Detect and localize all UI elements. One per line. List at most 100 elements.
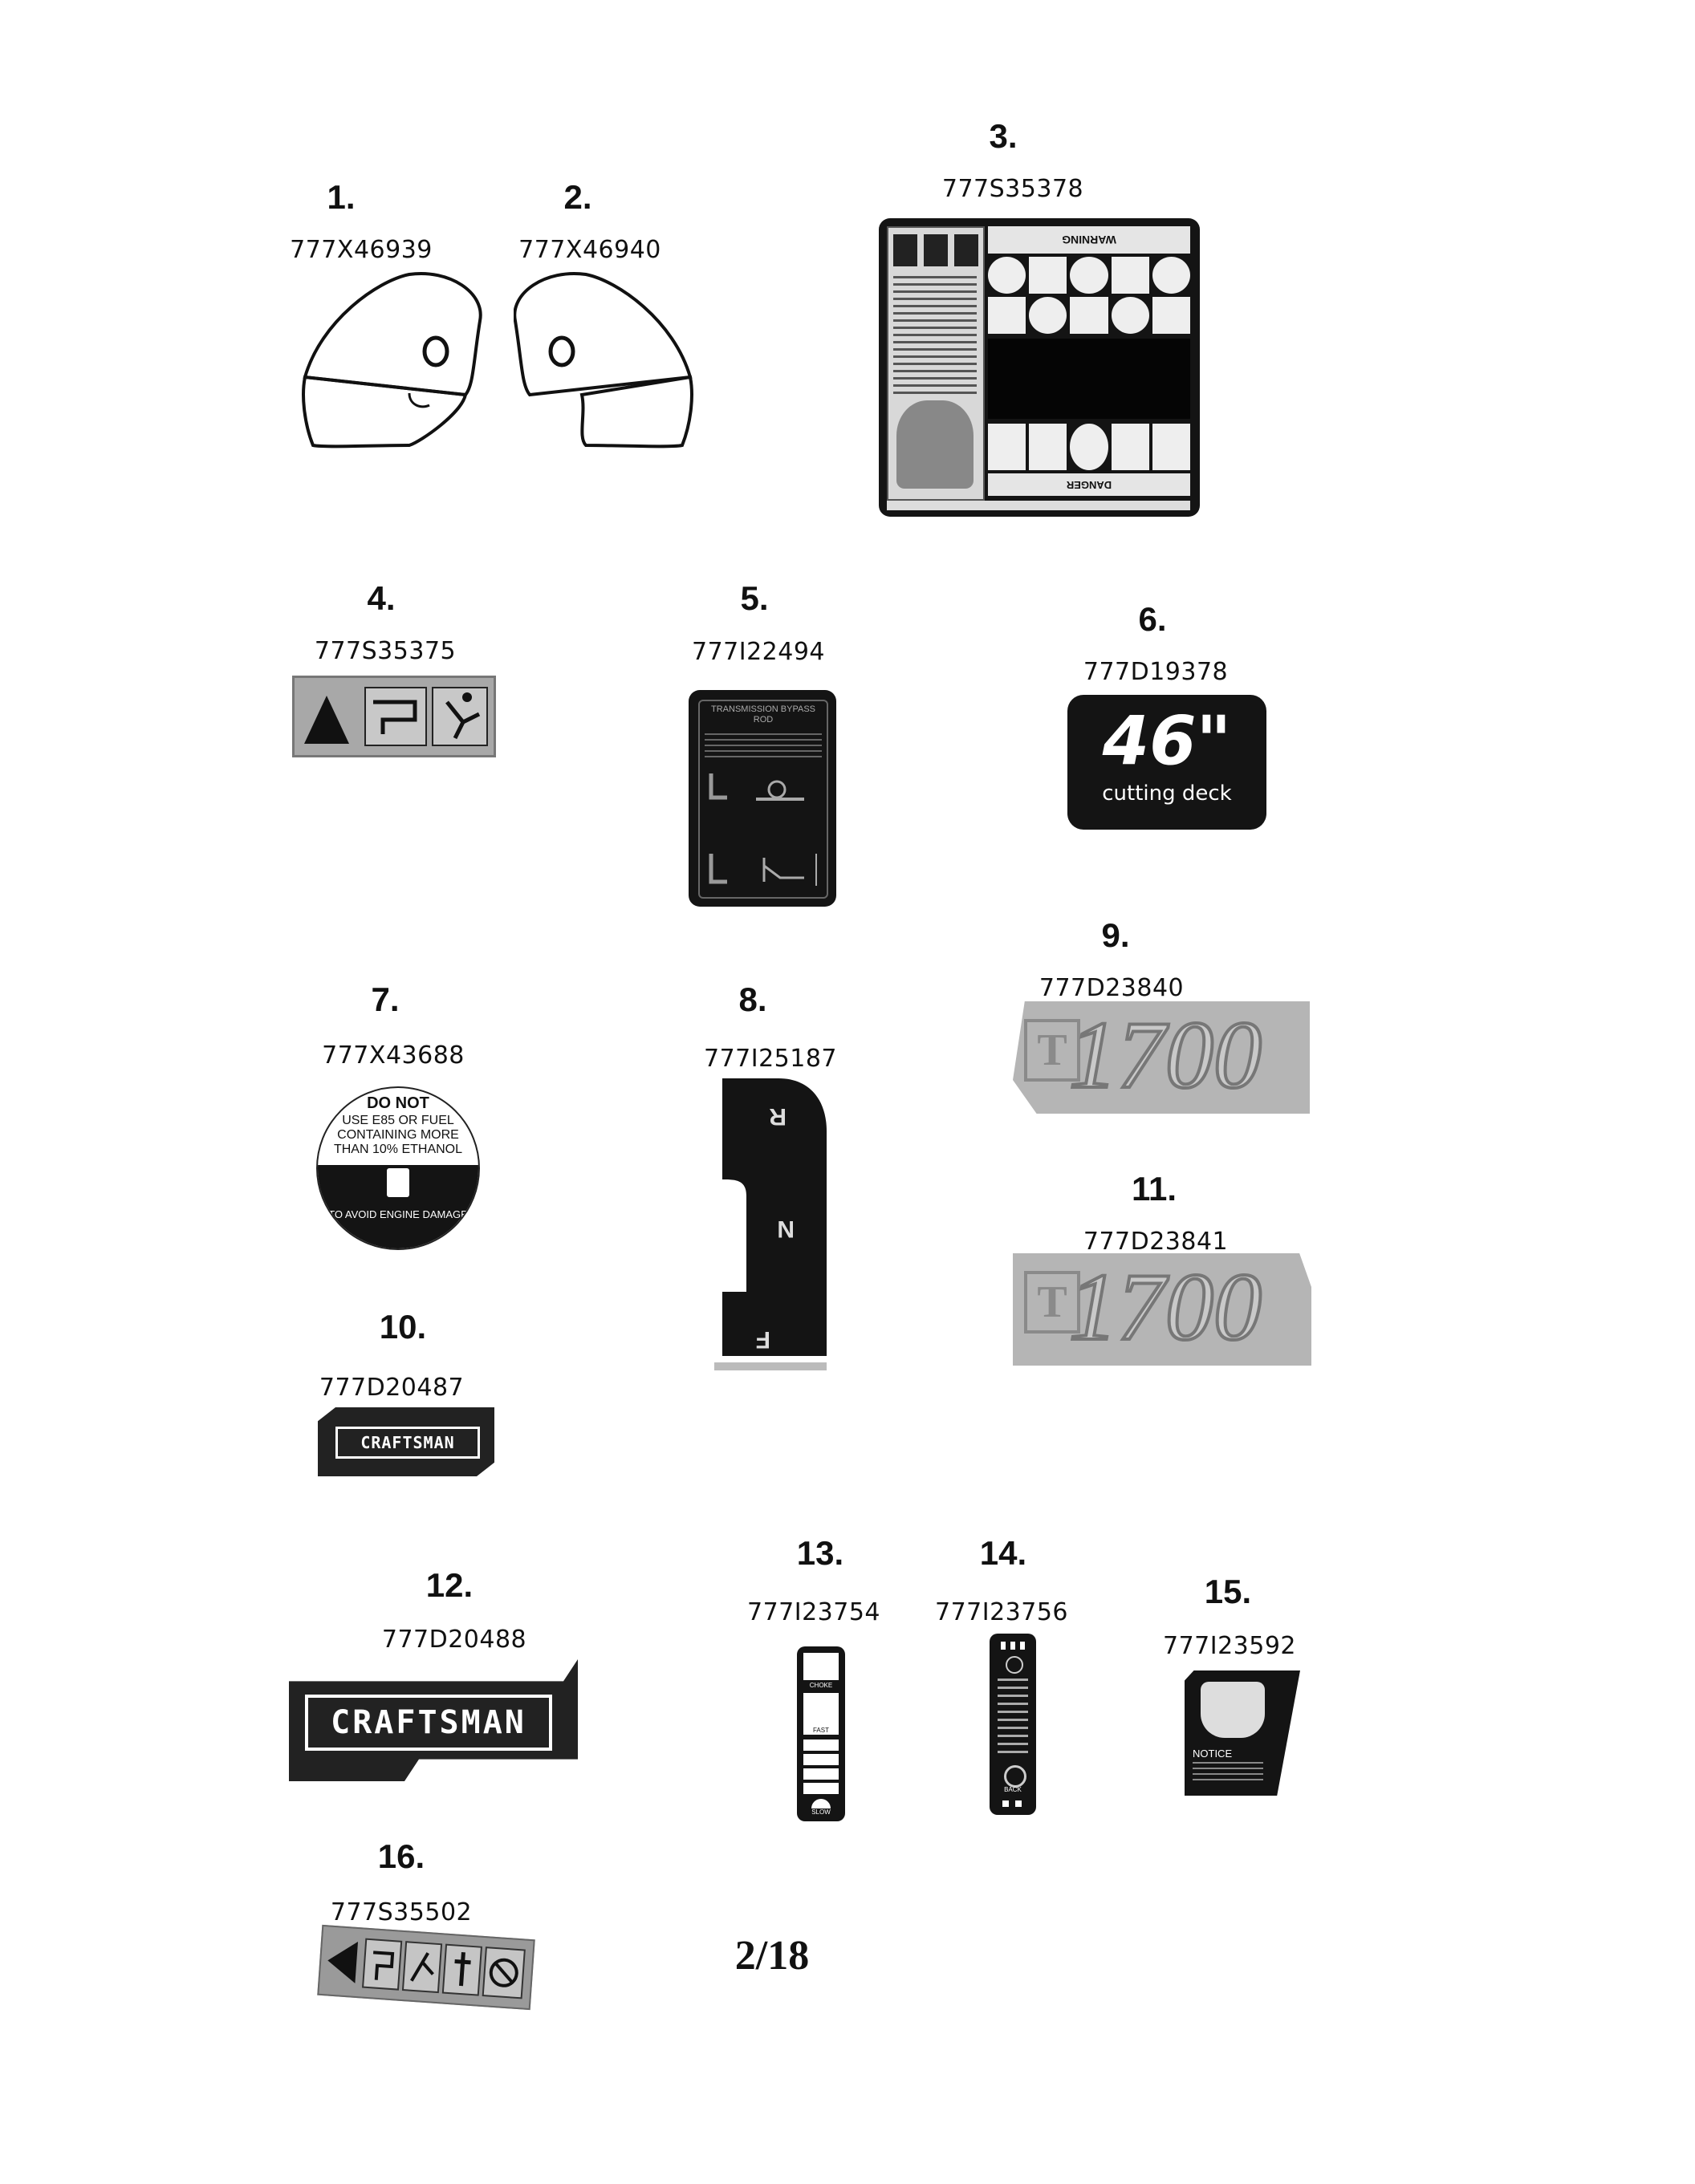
item-3-footer-strip (887, 501, 1190, 510)
item-7-number: 7. (371, 980, 400, 1018)
item-13-bottom-label: SLOW (811, 1808, 831, 1816)
item-13-mid-label: FAST (812, 1727, 829, 1734)
blade-icon (1004, 1765, 1026, 1788)
item-4-warning-strip (292, 676, 496, 757)
item-5-diagrams (709, 773, 817, 886)
item-14-blade-decal: BACK (990, 1634, 1036, 1815)
item-11-model: 1700 (1067, 1253, 1263, 1361)
page-number: 2/18 (734, 1933, 810, 1979)
fuel-pump-icon (387, 1168, 409, 1197)
item-4-icons (304, 687, 488, 746)
item-14-number: 14. (979, 1534, 1027, 1572)
item-2-number: 2. (563, 178, 592, 216)
item-7-ring-text: TO AVOID ENGINE DAMAGE (328, 1208, 468, 1220)
item-3-panel-icon (924, 234, 948, 266)
item-6-caption: cutting deck (1102, 781, 1232, 806)
item-16-number: 16. (377, 1837, 425, 1875)
item-5-title: TRANSMISSION BYPASS ROD (711, 704, 815, 725)
item-1-fender-outline (302, 272, 482, 449)
item-5-part-number: 777I22494 (691, 638, 826, 666)
item-14-part-number: 777I23756 (934, 1598, 1069, 1626)
item-8-label-f: F (756, 1326, 770, 1353)
safety-icon (1111, 424, 1149, 470)
item-3-fine-print (893, 276, 977, 396)
item-14-scale (998, 1679, 1028, 1759)
item-5-number: 5. (740, 579, 769, 617)
item-10-number: 10. (379, 1308, 427, 1346)
item-8-label-r: R (769, 1103, 787, 1130)
item-9-part-number: 777D23840 (1039, 974, 1185, 1002)
seat-icon (1201, 1682, 1265, 1738)
item-13-throttle-decal: CHOKE FAST SLOW (797, 1646, 845, 1821)
item-9-model-decal: T 1700 (1013, 1001, 1310, 1114)
item-10-brand: CRAFTSMAN (335, 1427, 480, 1459)
item-3-icon-row (988, 424, 1190, 470)
safety-icon (1111, 257, 1149, 294)
item-1-part-number: 777X46939 (290, 236, 433, 264)
item-4-number: 4. (367, 579, 396, 617)
item-3-warning-header: WARNING (988, 226, 1190, 254)
item-2-part-number: 777X46940 (518, 236, 661, 264)
item-8-number: 8. (738, 980, 767, 1018)
item-5-bypass-decal: TRANSMISSION BYPASS ROD (689, 690, 836, 907)
choke-icon (803, 1653, 839, 1680)
item-5-instructions (705, 733, 822, 761)
item-15-notice: NOTICE (1193, 1748, 1233, 1760)
item-8-shift-decal: R N F (714, 1078, 827, 1370)
safety-icon (1111, 297, 1149, 334)
item-14-top-marks (1001, 1642, 1025, 1650)
item-13-scale (803, 1739, 839, 1796)
item-14-bottom-label: BACK (1004, 1786, 1022, 1793)
item-7-part-number: 777X43688 (322, 1041, 465, 1070)
item-11-prefix: T (1024, 1271, 1080, 1334)
item-15-part-number: 777I23592 (1162, 1632, 1297, 1660)
item-12-brand: CRAFTSMAN (305, 1695, 552, 1751)
item-13-number: 13. (796, 1534, 844, 1572)
item-3-icon-grid (988, 257, 1190, 334)
item-1-number: 1. (327, 178, 356, 216)
item-2-fender-outline (514, 272, 693, 449)
item-7-line1: DO NOT (367, 1094, 429, 1112)
safety-icon (1029, 257, 1067, 294)
safety-icon (988, 257, 1026, 294)
item-6-number: 6. (1138, 600, 1167, 638)
item-11-number: 11. (1131, 1170, 1177, 1208)
safety-icon (1029, 424, 1067, 470)
item-3-number: 3. (989, 117, 1018, 155)
item-7-line3: CONTAINING MORE (337, 1128, 459, 1142)
item-12-part-number: 777D20488 (381, 1626, 527, 1654)
item-11-part-number: 777D23841 (1083, 1228, 1229, 1256)
item-5-inner-frame: TRANSMISSION BYPASS ROD (698, 700, 828, 899)
safety-icon (1070, 424, 1108, 470)
item-15-notice-decal: NOTICE (1185, 1670, 1300, 1796)
item-13-part-number: 777I23754 (746, 1598, 881, 1626)
safety-icon (1029, 297, 1067, 334)
item-11-model-decal: T 1700 (1013, 1253, 1311, 1366)
item-3-dark-text-block (988, 339, 1190, 419)
item-7-ethanol-decal: DO NOT USE E85 OR FUEL CONTAINING MORE T… (316, 1086, 480, 1250)
safety-icon (1152, 297, 1190, 334)
item-13-top-label: CHOKE (809, 1682, 833, 1689)
item-6-part-number: 777D19378 (1083, 658, 1229, 686)
item-14-top-icon (1006, 1656, 1023, 1674)
item-3-part-number: 777S35378 (941, 175, 1084, 203)
safety-icon (988, 297, 1026, 334)
item-15-number: 15. (1204, 1573, 1252, 1610)
safety-icon (1070, 297, 1108, 334)
safety-icon (1152, 257, 1190, 294)
item-16-icons (327, 1938, 526, 1999)
item-3-danger-header: DANGER (988, 473, 1190, 496)
item-9-number: 9. (1101, 916, 1130, 954)
item-8-label-n: N (777, 1216, 795, 1242)
item-3-panel-icon (954, 234, 978, 266)
safety-icon (1070, 257, 1108, 294)
item-16-part-number: 777S35502 (330, 1898, 473, 1926)
item-6-deck-decal: 46" cutting deck (1067, 695, 1266, 830)
item-9-model: 1700 (1067, 1001, 1263, 1109)
item-10-brand-decal: CRAFTSMAN (318, 1407, 494, 1476)
item-8-part-number: 777I25187 (703, 1045, 838, 1073)
safety-icon (988, 424, 1026, 470)
item-3-panel-icon (893, 234, 917, 266)
item-14-bottom-marks (1002, 1800, 1023, 1807)
item-15-fine-print (1193, 1762, 1263, 1781)
